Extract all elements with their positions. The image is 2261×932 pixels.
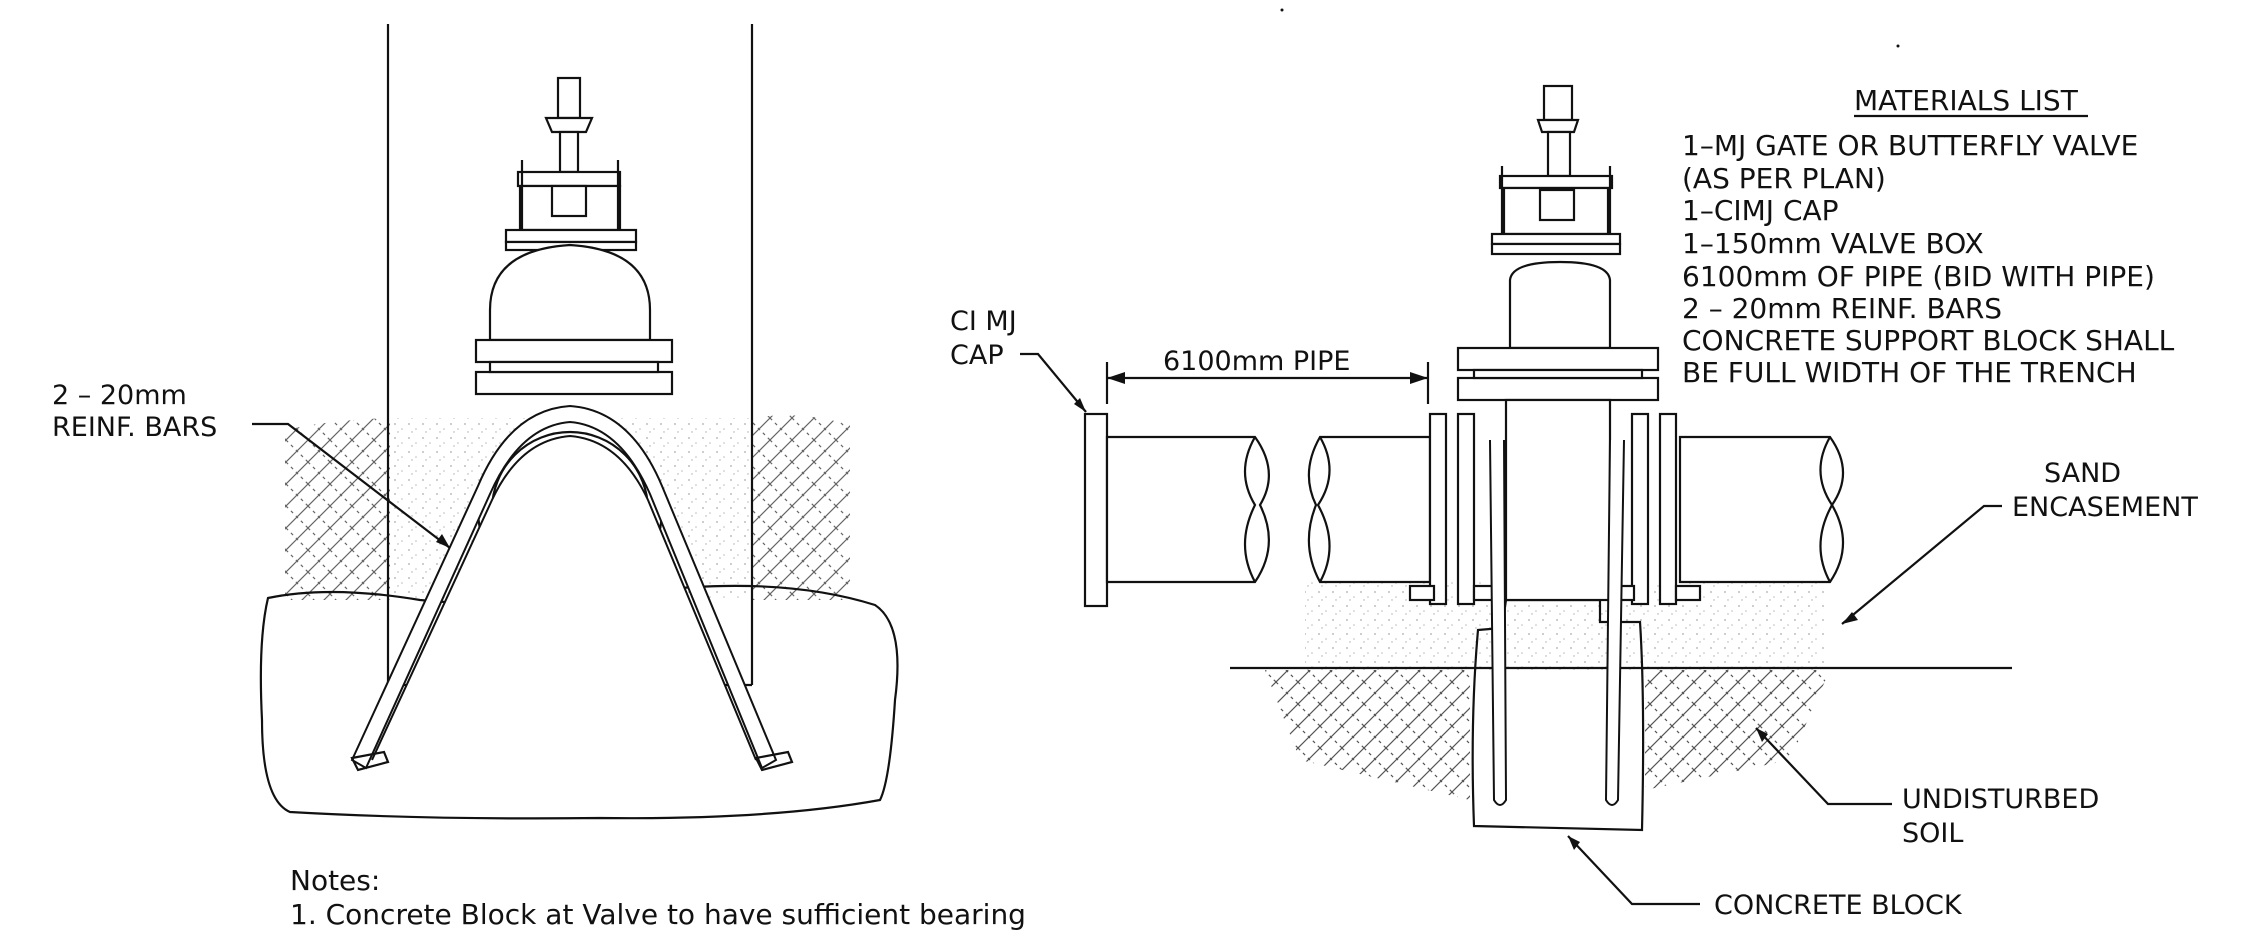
materials-item: CONCRETE SUPPORT BLOCK SHALL — [1682, 324, 2175, 357]
right-pipe-segment — [1678, 435, 1845, 584]
notes-item-1: 1. Concrete Block at Valve to have suffi… — [290, 898, 1026, 931]
flange-right-1 — [1630, 412, 1650, 606]
right-valve-body — [1508, 260, 1612, 350]
materials-item: (AS PER PLAN) — [1682, 162, 1886, 195]
reinf-left-label-1: 2 – 20mm — [52, 380, 187, 411]
right-reinf-bar-right — [1604, 439, 1625, 806]
left-reinf-bar-1 — [350, 404, 778, 770]
right-reinf-bar-left — [1489, 439, 1508, 806]
materials-item: 1–CIMJ CAP — [1682, 194, 1839, 227]
ci-cap-leader — [1020, 352, 1087, 413]
reinf-left-leader — [252, 422, 451, 549]
right-valve-flange-upper — [1456, 346, 1660, 372]
materials-list: MATERIALS LIST 1–MJ GATE OR BUTTERFLY VA… — [1682, 84, 2175, 389]
materials-item: 2 – 20mm REINF. BARS — [1682, 292, 2002, 325]
materials-item: 6100mm OF PIPE (BID WITH PIPE) — [1682, 260, 2155, 293]
ci-cap-label-1: CI MJ — [950, 306, 1017, 337]
reinf-left-label-2: REINF. BARS — [52, 412, 217, 443]
ci-mj-cap — [1083, 412, 1109, 608]
left-pipe-segment — [1105, 435, 1270, 584]
left-reinf-bar-2 — [371, 434, 757, 761]
left-valve-stem — [504, 76, 638, 252]
flange-right-2 — [1658, 412, 1678, 606]
left-valve-flange-upper — [474, 338, 674, 364]
right-soil-hatch — [752, 415, 850, 600]
materials-item: 1–150mm VALVE BOX — [1682, 227, 1984, 260]
ci-cap-label-2: CAP — [950, 340, 1004, 371]
concrete-block-label: CONCRETE BLOCK — [1714, 890, 1963, 921]
flange-left-1 — [1428, 412, 1448, 606]
right-valve-stem — [1490, 84, 1622, 256]
left-valve-flange-lower — [474, 370, 674, 396]
soil-leader — [1755, 727, 1892, 806]
flange-left-2 — [1456, 412, 1476, 606]
sand-label-1: SAND — [2044, 458, 2121, 489]
concrete-block-leader — [1567, 835, 1700, 906]
soil-hatch-right — [1645, 670, 1830, 790]
middle-pipe-segment — [1307, 435, 1432, 584]
right-valve-neck — [1504, 398, 1612, 602]
right-elevation-view: 6100mm PIPE CI MJ CAP SAND ENCASEMENT UN… — [950, 8, 2198, 921]
right-valve-flange-lower — [1456, 376, 1660, 402]
soil-label-1: UNDISTURBED — [1902, 784, 2099, 815]
sand-leader — [1841, 504, 2002, 625]
right-concrete-block — [1471, 598, 1645, 832]
left-valve-body — [488, 243, 652, 342]
materials-title: MATERIALS LIST — [1854, 84, 2079, 117]
soil-hatch-left — [1265, 670, 1470, 800]
materials-item: BE FULL WIDTH OF THE TRENCH — [1682, 356, 2137, 389]
left-section-view: 2 – 20mm REINF. BARS Notes: 1. Concrete … — [52, 24, 1026, 931]
materials-item: 1–MJ GATE OR BUTTERFLY VALVE — [1682, 129, 2138, 162]
soil-label-2: SOIL — [1902, 818, 1963, 849]
notes-title: Notes: — [290, 864, 380, 897]
left-soil-hatch — [285, 418, 390, 600]
sand-label-2: ENCASEMENT — [2012, 492, 2198, 523]
pipe-length-label: 6100mm PIPE — [1163, 346, 1350, 377]
